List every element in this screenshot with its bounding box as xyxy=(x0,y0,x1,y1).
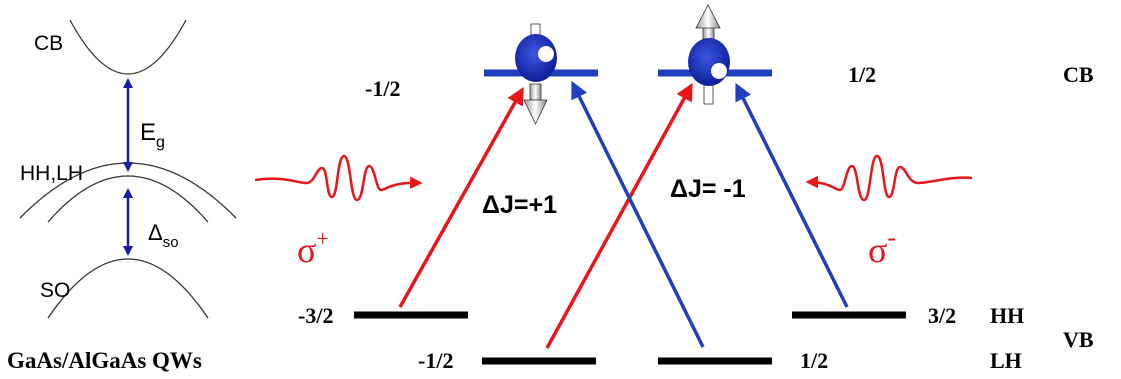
electron-spin-down xyxy=(515,23,557,125)
split-off-energy-label: Δso xyxy=(148,220,179,251)
electron-highlight xyxy=(538,46,554,62)
light-wave-right xyxy=(805,154,973,202)
transition-hh-right-to-cb xyxy=(735,82,849,308)
spin-up-arrow-icon xyxy=(695,4,721,29)
transition-arrows xyxy=(398,80,849,349)
so-band-label: SO xyxy=(40,279,70,302)
bandgap-label: Eg xyxy=(140,119,165,151)
lh-spin-right-label: 1/2 xyxy=(800,348,828,373)
band-structure: CB Eg HH,LH Δso SO GaAs/AlGaAs QWs xyxy=(7,19,237,373)
light-wave-left xyxy=(254,154,423,202)
light-hole-band-curve xyxy=(47,175,209,223)
sigma-minus-label: σ- xyxy=(868,223,896,270)
hh-spin-right-label: 3/2 xyxy=(928,303,956,328)
hh-name-label: HH xyxy=(990,303,1024,328)
electron-highlight xyxy=(711,63,727,79)
photon-wave-right xyxy=(805,154,973,202)
delta-j-minus-label: ΔJ= -1 xyxy=(670,175,746,203)
lh-name-label: LH xyxy=(990,348,1022,373)
energy-levels: -1/2 1/2 CB -3/2 3/2 HH -1/2 1/2 LH VB xyxy=(298,62,1094,373)
sigma-plus-label: σ+ xyxy=(297,226,329,270)
electron-icon xyxy=(688,38,730,86)
electron-spin-up xyxy=(688,4,730,105)
spin-down-arrow-icon xyxy=(523,99,548,125)
cb-band-label: CB xyxy=(34,32,63,55)
electron-icon xyxy=(515,34,557,82)
hh-spin-left-label: -3/2 xyxy=(298,303,333,328)
spin-up-bottom-stub xyxy=(703,83,714,105)
transition-lh-right-to-cb xyxy=(571,80,705,348)
cb-group-label: CB xyxy=(1063,62,1094,87)
photon-wave-left xyxy=(254,154,423,202)
lh-spin-left-label: -1/2 xyxy=(418,348,453,373)
conduction-band-curve xyxy=(69,19,187,75)
split-off-band-curve xyxy=(47,258,209,319)
vb-group-label: VB xyxy=(1063,327,1094,352)
spin-down-stem xyxy=(529,83,542,101)
hh-lh-band-label: HH,LH xyxy=(20,162,83,185)
cb-spin-left-label: -1/2 xyxy=(365,76,400,101)
transition-lh-left-to-cb xyxy=(545,82,693,349)
transition-hh-left-to-cb xyxy=(398,86,524,308)
delta-j-plus-label: ΔJ=+1 xyxy=(482,191,557,219)
material-caption: GaAs/AlGaAs QWs xyxy=(7,348,202,373)
cb-spin-right-label: 1/2 xyxy=(848,62,876,87)
